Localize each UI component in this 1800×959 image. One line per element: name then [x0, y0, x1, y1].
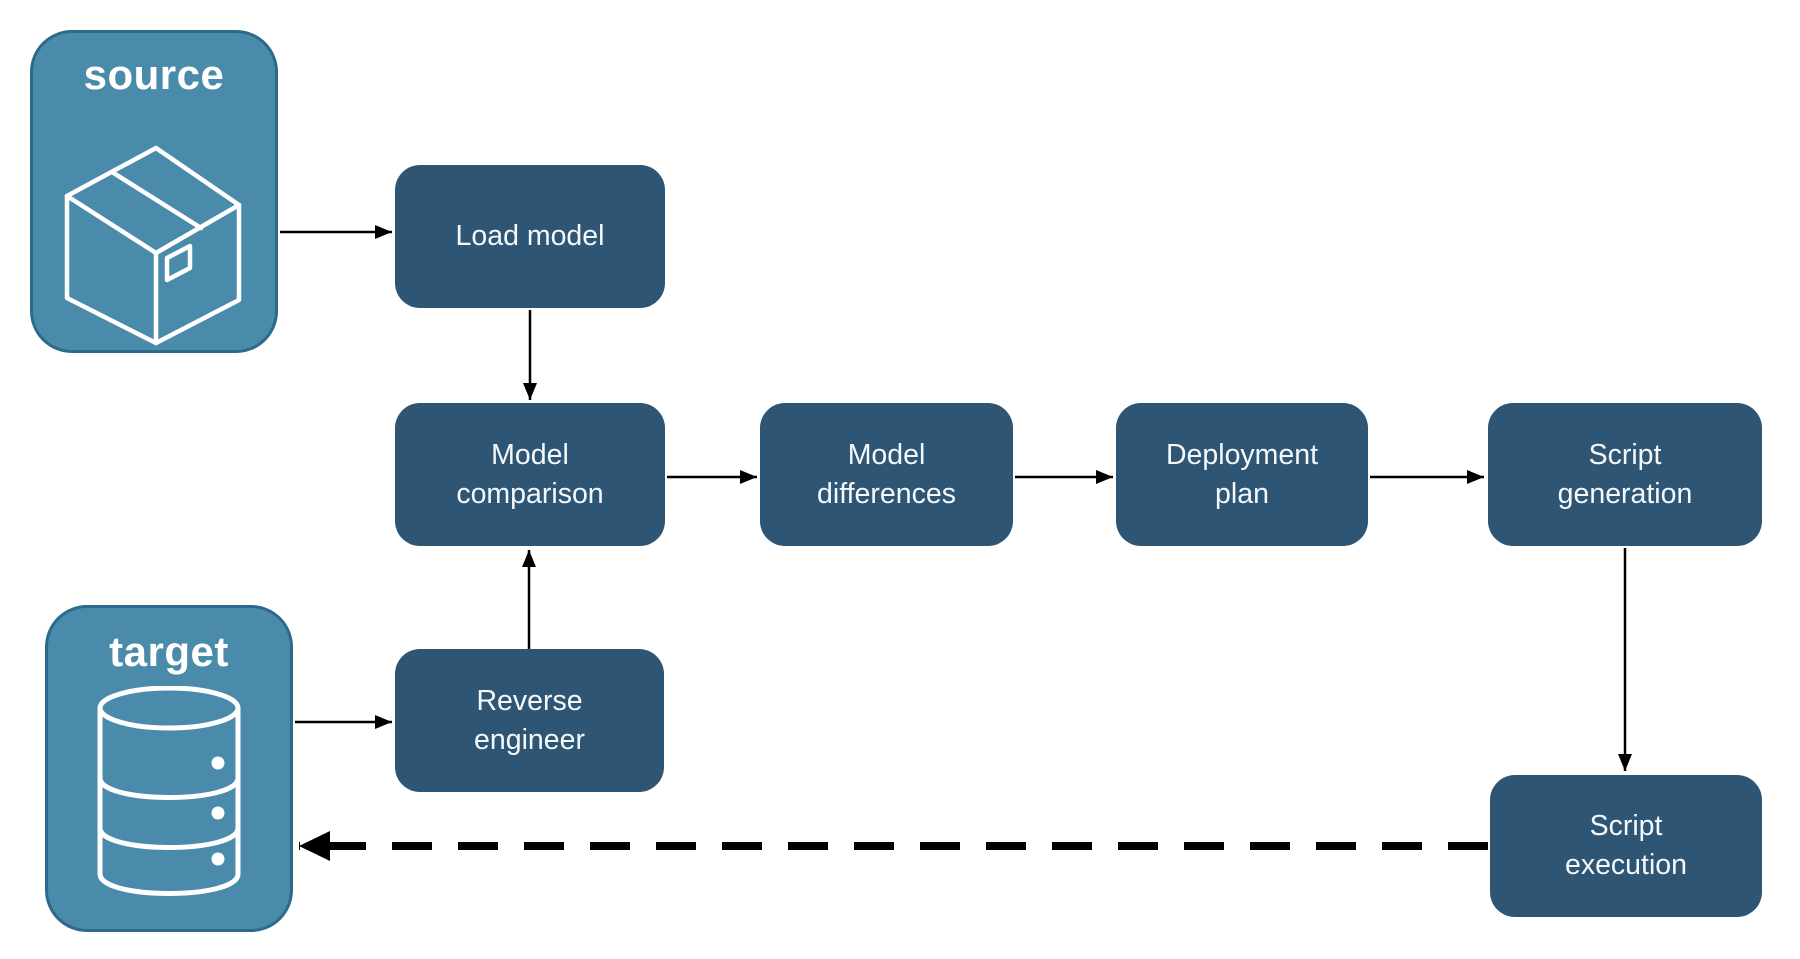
node-deployment-plan-label: Deployment plan [1165, 438, 1319, 510]
node-script-execution-label: Script execution [1564, 810, 1687, 881]
node-script-generation-label: Script generation [1557, 438, 1693, 510]
database-icon [97, 686, 241, 896]
node-load-model: Load model [395, 165, 665, 308]
target-node: target [45, 605, 293, 932]
node-model-comparison-label: Model comparison [456, 438, 604, 510]
package-icon [64, 145, 242, 346]
target-node-label: target [109, 628, 229, 675]
node-model-comparison: Model comparison [395, 403, 665, 546]
node-reverse-engineer: Reverse engineer [395, 649, 664, 792]
node-model-differences-label: Model differences [817, 438, 956, 510]
node-model-differences: Model differences [760, 403, 1013, 546]
node-load-model-label: Load model [455, 220, 605, 252]
node-reverse-engineer-label: Reverse engineer [474, 684, 585, 756]
node-deployment-plan: Deployment plan [1116, 403, 1368, 546]
source-node: source [30, 30, 278, 353]
node-script-execution: Script execution [1490, 775, 1762, 917]
source-node-label: source [83, 51, 225, 98]
node-script-generation: Script generation [1488, 403, 1762, 546]
